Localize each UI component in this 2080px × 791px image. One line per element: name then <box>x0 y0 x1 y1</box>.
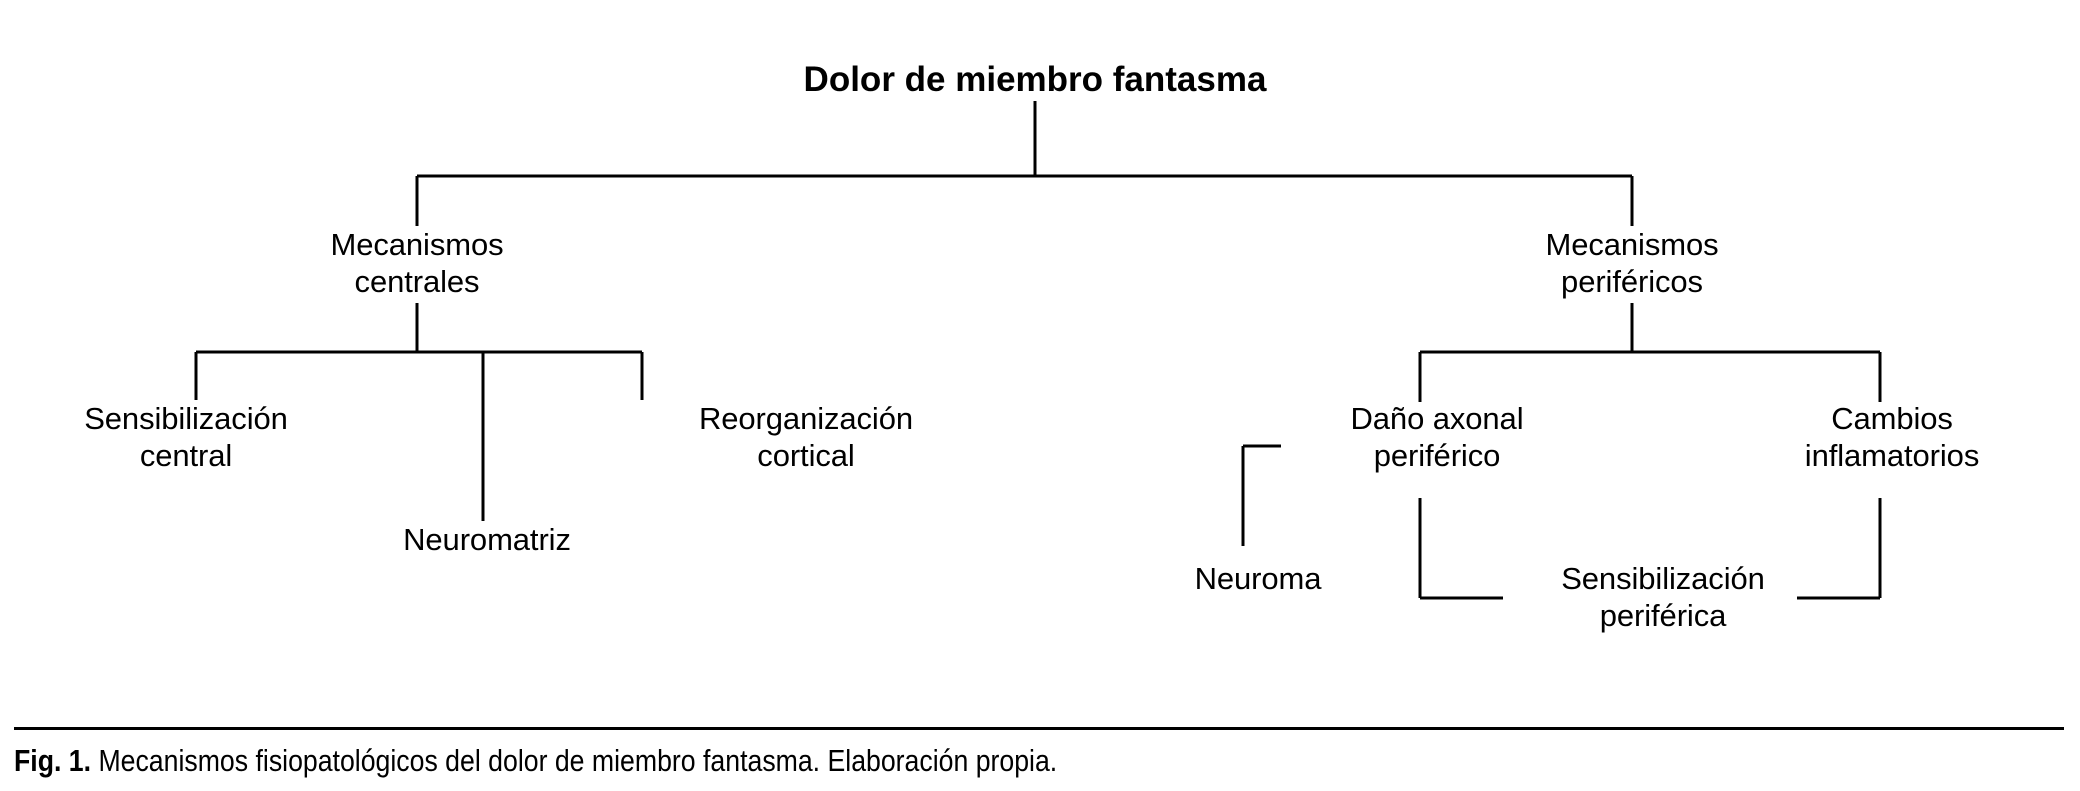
caption-divider <box>14 727 2064 730</box>
connector-lines <box>194 101 1882 600</box>
node-cambios-inflamatorios: Cambios inflamatorios <box>1804 401 1980 473</box>
node-neuroma: Neuroma <box>1194 561 1322 596</box>
node-reorganizacion-cortical: Reorganización cortical <box>698 401 914 473</box>
caption-figure-number: Fig. 1. <box>14 743 92 778</box>
node-dolor-de-miembro-fantasma: Dolor de miembro fantasma <box>803 60 1267 99</box>
node-sensibilizacion-central: Sensibilización central <box>84 401 288 473</box>
node-mecanismos-centrales: Mecanismos centrales <box>330 227 504 299</box>
node-sensibilizacion-periferica: Sensibilización periférica <box>1561 561 1765 633</box>
figure-caption: Fig. 1. Mecanismos fisiopatológicos del … <box>14 742 1768 779</box>
caption-body: Mecanismos fisiopatológicos del dolor de… <box>91 743 1058 778</box>
diagram-canvas: Dolor de miembro fantasma Mecanismos cen… <box>84 60 1980 633</box>
node-mecanismos-perifericos: Mecanismos periféricos <box>1545 227 1719 299</box>
node-dano-axonal-periferico: Daño axonal periférico <box>1350 401 1524 473</box>
node-neuromatriz: Neuromatriz <box>403 522 571 557</box>
